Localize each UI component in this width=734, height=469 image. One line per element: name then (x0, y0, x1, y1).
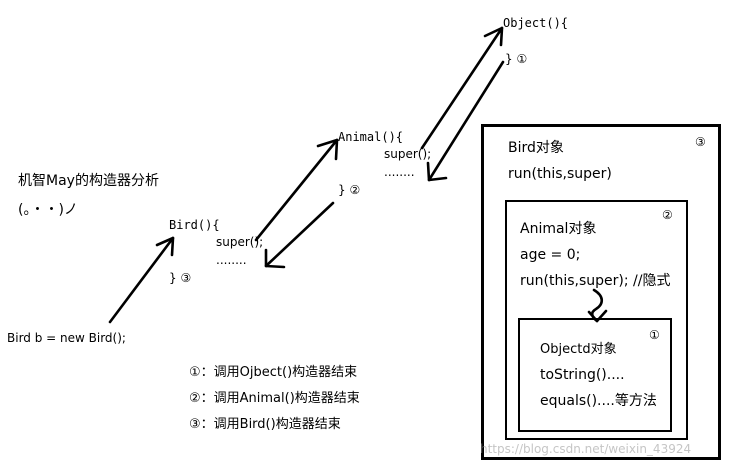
animal-super-label: super(); (384, 147, 432, 161)
bird-object-box (481, 124, 721, 460)
emoticon: (。・・)ノ (18, 202, 78, 218)
arrow-return-bird (264, 201, 335, 268)
animal-ctor-label: Animal(){ (338, 130, 404, 144)
legend-item-bird: ③：调用Bird()构造器结束 (189, 417, 341, 432)
top-mark: ˆ (76, 0, 83, 10)
object-object-line1: toString().... (540, 367, 625, 383)
watermark: https://blog.csdn.net/weixin_43924 (480, 442, 692, 456)
animal-object-num: ② (662, 208, 673, 222)
arrow-return-animal-head (426, 161, 448, 182)
arrow-call-object (420, 26, 504, 150)
arrow-return-bird-head (264, 248, 286, 269)
animal-object-title: Animal对象 (520, 221, 597, 237)
arrow-call-object-head (483, 26, 504, 47)
legend-item-object: ①：调用Ojbect()构造器结束 (189, 365, 358, 380)
animal-object-box (505, 200, 688, 440)
animal-dots: ........ (384, 165, 415, 179)
bird-new-label: Bird b = new Bird(); (7, 331, 126, 345)
page-title: 机智May的构造器分析 (18, 173, 159, 189)
bird-super-label: super(); (216, 235, 264, 249)
bird-close-label: } ③ (169, 271, 192, 285)
arrow-implicit-object-head (587, 309, 608, 323)
bird-object-num: ③ (695, 135, 706, 149)
legend-item-animal: ②：调用Animal()构造器结束 (189, 391, 360, 406)
arrow-call-animal-head (316, 138, 339, 161)
arrow-call-bird (108, 236, 175, 324)
object-close-label: } ① (505, 52, 528, 66)
arrow-call-animal (254, 138, 339, 242)
object-object-num: ① (649, 328, 660, 342)
bird-dots: ........ (216, 253, 247, 267)
object-ctor-label: Object(){ (503, 16, 569, 30)
arrow-call-bird-head (155, 236, 175, 257)
bird-ctor-label: Bird(){ (169, 218, 220, 232)
object-object-title: Objectd对象 (540, 342, 617, 357)
object-object-box (518, 318, 672, 432)
animal-close-label: } ② (338, 183, 361, 197)
animal-object-line2: run(this,super); //隐式 (520, 273, 671, 289)
object-object-line2: equals()....等方法 (540, 393, 657, 409)
bird-object-title: Bird对象 (508, 140, 564, 156)
animal-object-line1: age = 0; (520, 247, 581, 263)
arrow-return-animal (427, 60, 505, 182)
bird-object-line1: run(this,super) (508, 166, 612, 182)
